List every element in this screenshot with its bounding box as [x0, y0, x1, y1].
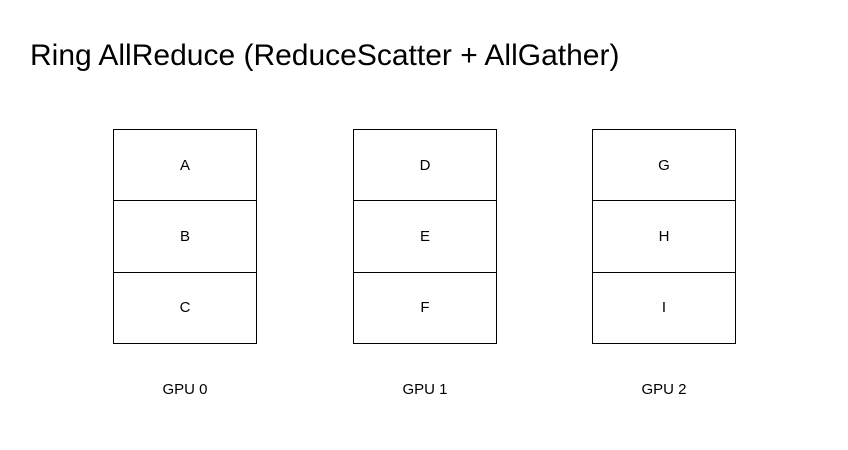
- gpu-1-chunk-0: D: [419, 156, 431, 174]
- gpu-2-column: G H I GPU 2: [592, 129, 736, 399]
- gpu-0-chunk-1: B: [114, 200, 256, 271]
- gpu-0-column: A B C GPU 0: [113, 129, 257, 399]
- gpu-2-chunk-2: I: [593, 271, 735, 343]
- gpu-1-label: GPU 1: [402, 381, 448, 398]
- gpu-0-box: A B C: [113, 129, 257, 344]
- gpu-0-label: GPU 0: [162, 381, 208, 398]
- gpu-2-box: G H I: [592, 129, 736, 344]
- gpu-0-chunk-2: C: [114, 271, 256, 343]
- gpu-0-chunk-0: A: [179, 156, 190, 174]
- gpu-1-chunk-1: E: [354, 200, 496, 271]
- diagram-title: Ring AllReduce (ReduceScatter + AllGathe…: [30, 39, 620, 72]
- gpu-1-chunk-2: F: [354, 271, 496, 343]
- gpu-2-chunk-1: H: [593, 200, 735, 271]
- gpu-1-box: D E F: [353, 129, 497, 344]
- gpu-2-chunk-0: G: [658, 156, 670, 174]
- gpu-2-label: GPU 2: [641, 381, 687, 398]
- gpu-1-column: D E F GPU 1: [353, 129, 497, 399]
